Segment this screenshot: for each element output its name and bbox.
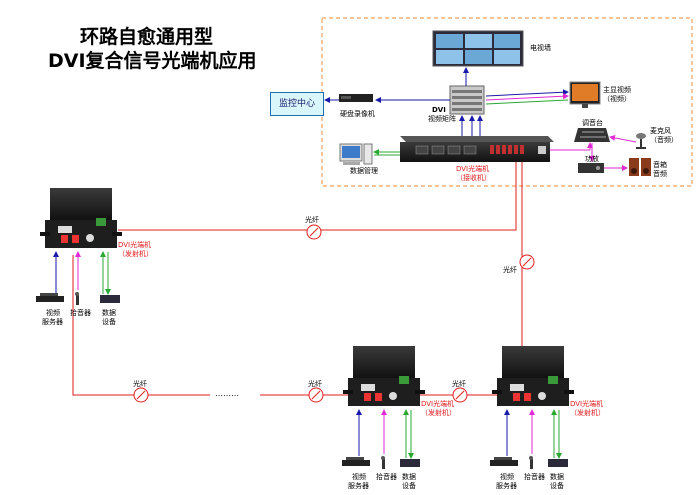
receiver-label-1: DVI光端机 bbox=[456, 165, 490, 173]
video-server-3-label-1: 视频 bbox=[500, 473, 514, 481]
ellipsis-dots: ……… bbox=[215, 389, 239, 398]
fiber-label-bottom-left: 光纤 bbox=[133, 380, 147, 388]
data-device-1-label-2: 设备 bbox=[102, 318, 116, 326]
diagram-title-line1: 环路自愈通用型 bbox=[80, 26, 214, 48]
data-device-3-label-1: 数据 bbox=[550, 473, 564, 481]
fiber-break-markers bbox=[133, 224, 535, 403]
field-devices-1 bbox=[36, 251, 120, 305]
video-server-1-label-2: 服务器 bbox=[42, 318, 63, 326]
field-devices-3 bbox=[490, 409, 568, 469]
field-devices-2 bbox=[342, 409, 420, 469]
dvi-matrix-label-2: 视频矩阵 bbox=[428, 115, 456, 123]
pickup-3-label: 拾音器 bbox=[524, 473, 545, 481]
main-display-label-1: 主显视频 bbox=[603, 86, 631, 94]
main-display-label-2: （视频） bbox=[603, 95, 631, 103]
data-device-3-label-2: 设备 bbox=[550, 482, 564, 490]
transmitter-1-label-2: （发射机） bbox=[118, 250, 153, 258]
control-room-frame bbox=[321, 17, 693, 187]
data-device-2-label-1: 数据 bbox=[402, 473, 416, 481]
receiver-label-2: （接收机） bbox=[456, 174, 491, 182]
video-server-2-label-2: 服务器 bbox=[348, 482, 369, 490]
fiber-label-bottom-mid: 光纤 bbox=[308, 380, 322, 388]
dvr-icon bbox=[339, 94, 373, 102]
microphone-icon bbox=[636, 133, 646, 149]
dvi-matrix-label-1: DVI bbox=[432, 106, 446, 114]
tv-wall-icon bbox=[432, 30, 524, 67]
speaker-label-1: 音箱 bbox=[653, 161, 667, 169]
amplifier-label: 功放 bbox=[585, 155, 599, 163]
speaker-icon bbox=[629, 158, 651, 176]
monitoring-center-box: 监控中心 bbox=[270, 92, 324, 116]
transmitter-3-label-1: DVI光端机 bbox=[570, 400, 604, 408]
video-server-3-label-2: 服务器 bbox=[496, 482, 517, 490]
fiber-label-top: 光纤 bbox=[305, 216, 319, 224]
transmitter-2-label-2: （发射机） bbox=[421, 409, 456, 417]
pickup-2-label: 拾音器 bbox=[376, 473, 397, 481]
fiber-label-bottom-right: 光纤 bbox=[452, 380, 466, 388]
data-management-pc-icon bbox=[339, 143, 373, 165]
amplifier-icon bbox=[578, 163, 604, 173]
microphone-label-1: 麦克风 bbox=[650, 127, 671, 135]
main-display-icon bbox=[569, 81, 601, 108]
data-device-2-label-2: 设备 bbox=[402, 482, 416, 490]
tv-wall-label: 电视墙 bbox=[530, 44, 551, 52]
dvi-matrix-icon bbox=[449, 85, 485, 115]
transmitter-1-icon bbox=[40, 188, 122, 248]
mixer-label: 调音台 bbox=[582, 119, 603, 127]
fiber-label-vertical: 光纤 bbox=[503, 266, 517, 274]
data-device-1-label-1: 数据 bbox=[102, 309, 116, 317]
fiber-ring bbox=[72, 162, 523, 396]
video-server-1-label-1: 视频 bbox=[46, 309, 60, 317]
data-management-label: 数据管理 bbox=[350, 167, 378, 175]
receiver-rack-icon bbox=[400, 136, 554, 162]
transmitter-3-label-2: （发射机） bbox=[570, 409, 605, 417]
microphone-label-2: （音频） bbox=[650, 136, 678, 144]
mixer-icon bbox=[574, 128, 610, 142]
transmitter-2-label-1: DVI光端机 bbox=[421, 400, 455, 408]
speaker-label-2: 音频 bbox=[653, 170, 667, 178]
video-server-2-label-1: 视频 bbox=[352, 473, 366, 481]
pickup-1-label: 拾音器 bbox=[70, 309, 91, 317]
control-room-links bbox=[324, 67, 637, 171]
dvr-label: 硬盘录像机 bbox=[340, 110, 375, 118]
transmitter-3-icon bbox=[492, 346, 574, 406]
transmitter-1-label-1: DVI光端机 bbox=[118, 241, 152, 249]
diagram-title-line2: DVI复合信号光端机应用 bbox=[48, 50, 257, 72]
transmitter-2-icon bbox=[343, 346, 425, 406]
